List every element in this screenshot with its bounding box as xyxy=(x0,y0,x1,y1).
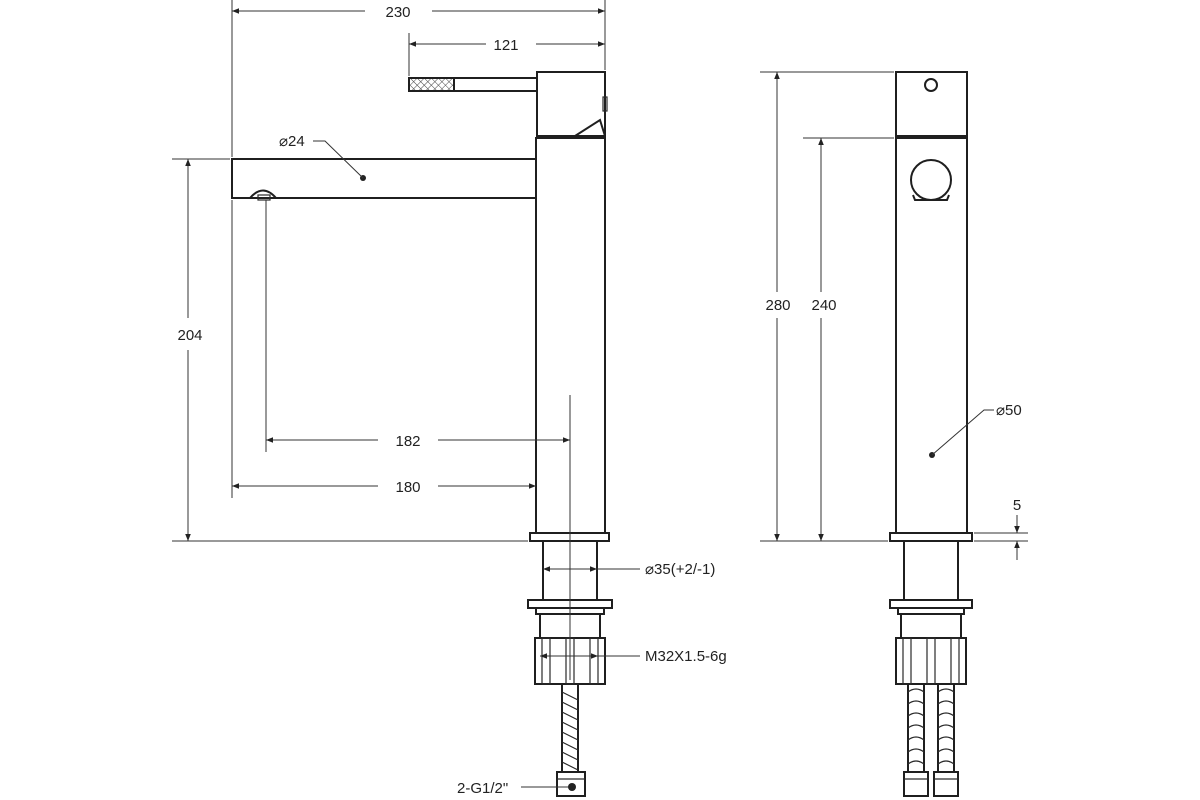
hose-connection-label: 2-G1/2" xyxy=(457,780,508,797)
aerator-insert xyxy=(257,194,271,201)
front-hose-right xyxy=(937,684,955,772)
side-view: ⌀24 230 121 204 182 180 ⌀35(+2/-1) xyxy=(172,0,727,797)
front-handle-cap xyxy=(895,71,968,137)
thread-label: M32X1.5-6g xyxy=(645,648,727,665)
front-nut-fin-2 xyxy=(926,637,936,685)
spout-diameter-label: ⌀24 xyxy=(279,133,305,150)
handle-set-screw xyxy=(602,96,608,112)
front-nut-fin-3 xyxy=(950,637,960,685)
dim-180-label: 180 xyxy=(395,479,420,496)
body-diameter-label: ⌀50 xyxy=(996,402,1022,419)
front-nut-top xyxy=(900,613,962,639)
dim-182-label: 182 xyxy=(395,433,420,450)
front-hose-right-braid xyxy=(937,688,955,765)
front-mount-nut xyxy=(895,637,967,685)
spout-diameter-leader xyxy=(313,140,364,179)
dim-240-label: 240 xyxy=(811,297,836,314)
aerator-outline xyxy=(249,189,277,199)
front-washer xyxy=(889,599,973,609)
side-hose-fitting xyxy=(556,771,586,797)
dim-5-label: 5 xyxy=(1013,497,1021,514)
side-braided-hose xyxy=(561,684,579,772)
front-hose-left-braid xyxy=(907,688,925,765)
fitting-leader-dot xyxy=(568,783,576,791)
body-diameter-leader xyxy=(931,409,994,456)
front-body xyxy=(895,137,968,534)
dim-121-label: 121 xyxy=(493,37,518,54)
handle-knurled-grip xyxy=(408,77,455,92)
nut-fin-3 xyxy=(589,637,599,685)
dim-204-label: 204 xyxy=(177,327,202,344)
front-base-plate xyxy=(889,532,973,542)
nut-fin-1 xyxy=(541,637,551,685)
hose-braid-pattern xyxy=(561,691,579,771)
handle-cap-skirt xyxy=(574,118,606,137)
front-set-screw xyxy=(924,78,938,92)
front-view: ⌀50 280 240 5 xyxy=(760,71,1028,797)
front-handle-knob xyxy=(910,159,952,201)
dim-280-label: 280 xyxy=(765,297,790,314)
front-fitting-left xyxy=(903,771,929,797)
side-view-body-outline xyxy=(231,137,606,534)
dim-230-label: 230 xyxy=(385,4,410,21)
front-nut-fin-1 xyxy=(902,637,912,685)
handle-cartridge-cap xyxy=(536,71,606,137)
front-hose-left xyxy=(907,684,925,772)
dim-35-label: ⌀35(+2/-1) xyxy=(645,561,715,578)
front-fitting-right xyxy=(933,771,959,797)
front-knob-base xyxy=(912,194,950,201)
